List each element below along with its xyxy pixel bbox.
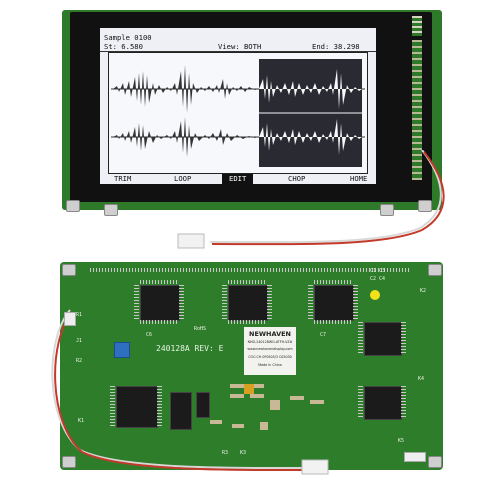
waveform-channel-2 [113,117,258,157]
part-number: 240128A REV: E [156,344,224,353]
silk-r1: R1 [76,312,83,318]
waveform-channel-2-selected [259,119,362,155]
sample-label: Sample 0100 [104,33,152,42]
driver-chip-right-2 [364,386,402,420]
capacitor [244,384,254,394]
controller-chip-3 [314,285,354,321]
label-brand: NEWHAVEN [249,330,291,338]
silk-k3: K3 [240,450,247,456]
mount-tab-left-2 [104,204,118,216]
silk-k5: K5 [398,438,405,444]
lcd-edge-connector-small [412,16,422,36]
mount-tab-right-2 [418,200,432,212]
silk-c1-c3: C1 C3 [370,268,386,274]
silk-c7: C7 [320,332,327,338]
pcb-mount-br [428,456,442,468]
controller-chip-1 [140,285,180,321]
pcb-mount-tr [428,264,442,276]
silk-j1: J1 [76,338,83,344]
rohs-label: RoHS [194,326,207,332]
inspection-dot [370,290,380,300]
silk-c2-c4: C2 C4 [370,276,386,282]
pcb-top-pads [90,268,410,272]
lcd-menu-bar: TRIM LOOP EDIT CHOP HOME [100,174,376,184]
start-label: St: 6.580 [104,42,143,51]
waveform-channel-1 [113,65,258,113]
waveform-display [111,59,365,167]
bottom-cable [51,309,329,475]
menu-chop[interactable]: CHOP [288,174,306,183]
lcd-edge-connector [412,40,422,180]
waveform-channel-1-selected [259,69,362,109]
label-line-4: Made in China [258,363,282,367]
top-cable [177,150,445,249]
pcb-bottom-connector [404,452,426,462]
mount-tab-right [380,204,394,216]
label-line-3: COC:CH 0F0505/3 C05030 [248,355,292,359]
silk-k1: K1 [78,418,85,424]
label-line-2: www.newhavendisplay.com [247,347,293,351]
mount-tab-left [66,200,80,212]
waveform-panel [108,52,368,174]
menu-edit[interactable]: EDIT [222,174,254,184]
silk-r2: R2 [76,358,83,364]
menu-home[interactable]: HOME [350,174,368,183]
silk-k4: K4 [418,376,425,382]
contrast-potentiometer [114,342,130,358]
pcb-mount-tl [62,264,76,276]
bottom-chip-small [196,392,210,418]
pcb-mount-bl [62,456,76,468]
view-label: View: BOTH [218,42,262,51]
menu-loop[interactable]: LOOP [174,174,192,183]
driver-chip-right-1 [364,322,402,356]
end-label: End: 38.298 [312,42,360,51]
product-label: NEWHAVEN NHD-240128WG-ATFH-VZ# www.newha… [244,327,296,375]
silk-r3: R3 [222,450,229,456]
silk-c6: C6 [146,332,153,338]
silk-k2: K2 [420,288,427,294]
bottom-chip-left [116,386,158,428]
header-divider [100,51,376,52]
label-line-1: NHD-240128WG-ATFH-VZ# [247,340,293,344]
pcb-left-connector [64,312,76,326]
menu-trim[interactable]: TRIM [114,174,132,183]
bottom-chip-mid [170,392,192,430]
